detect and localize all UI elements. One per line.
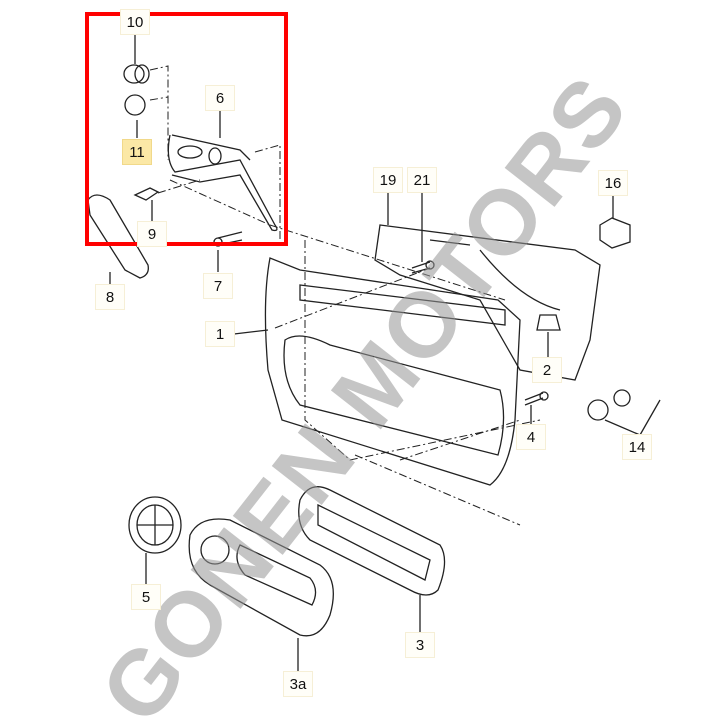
part-8-strip <box>87 194 149 284</box>
part-16-clip <box>599 195 631 249</box>
part-3a-trim <box>188 518 334 672</box>
part-label-11-highlighted[interactable]: 11 <box>122 139 152 165</box>
part-14-fastener <box>587 389 661 436</box>
part-label-1[interactable]: 1 <box>205 321 235 347</box>
part-label-14[interactable]: 14 <box>622 434 652 460</box>
part-3-trim <box>298 486 446 632</box>
part-label-7[interactable]: 7 <box>203 273 233 299</box>
part-21-screw <box>411 192 435 274</box>
part-label-5[interactable]: 5 <box>131 584 161 610</box>
part-6-handle <box>167 108 278 232</box>
part-label-3[interactable]: 3 <box>405 632 435 658</box>
part-label-6[interactable]: 6 <box>205 85 235 111</box>
part-label-8[interactable]: 8 <box>95 284 125 310</box>
part-label-3a[interactable]: 3a <box>283 671 313 697</box>
part-label-21[interactable]: 21 <box>407 167 437 193</box>
part-label-4[interactable]: 4 <box>516 424 546 450</box>
part-9-clip <box>133 187 160 222</box>
part-label-10[interactable]: 10 <box>120 9 150 35</box>
part-label-9[interactable]: 9 <box>137 221 167 247</box>
part-1-door-panel <box>233 257 521 486</box>
part-10-clip <box>123 35 150 84</box>
part-5-speaker-grille <box>128 496 182 585</box>
highlight-frame <box>85 12 288 246</box>
part-label-16[interactable]: 16 <box>598 170 628 196</box>
part-11-cap <box>124 94 146 138</box>
part-4-screw <box>524 391 549 425</box>
part-7-screw <box>213 231 243 272</box>
part-2-plug <box>536 314 561 358</box>
part-label-2[interactable]: 2 <box>532 357 562 383</box>
part-label-19[interactable]: 19 <box>373 167 403 193</box>
